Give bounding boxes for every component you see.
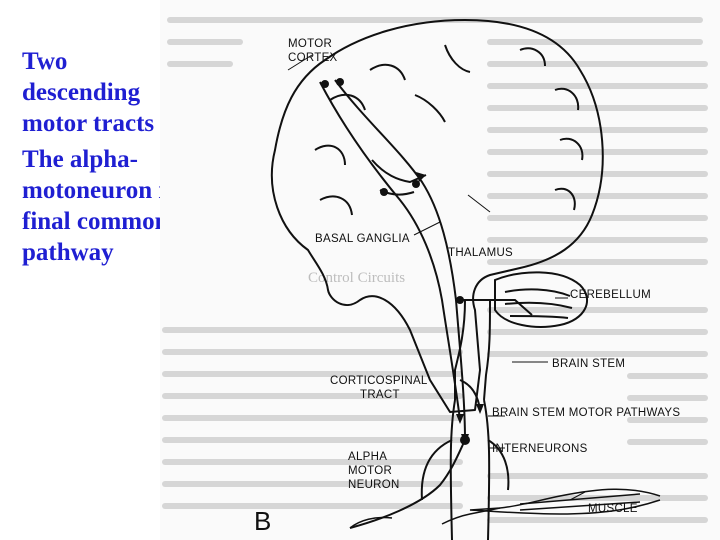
brain-stem-label: BRAIN STEM <box>552 358 625 370</box>
corticospinal-tract-label: CORTICOSPINAL <box>330 375 428 387</box>
motor-cortex-label-2: CORTEX <box>288 52 338 64</box>
synapse-dots <box>321 78 470 445</box>
cerebellum-label: CEREBELLUM <box>570 289 651 301</box>
spinal-cord <box>420 399 510 540</box>
control-circuits-heading: Control Circuits <box>308 270 405 286</box>
basal-ganglia-label: BASAL GANGLIA <box>315 233 410 245</box>
corticospinal-tract-label-2: TRACT <box>360 389 400 401</box>
interneurons-label: INTERNEURONS <box>492 443 588 455</box>
thalamus-label: THALAMUS <box>448 247 513 259</box>
alpha-motor-neuron-label: ALPHA <box>348 451 387 463</box>
alpha-motor-neuron-label-3: NEURON <box>348 479 400 491</box>
motor-cortex-label: MOTOR <box>288 38 332 50</box>
descending-pathways <box>319 79 533 529</box>
alpha-motor-neuron-label-2: MOTOR <box>348 465 392 477</box>
brain-stem-motor-pathways-label: BRAIN STEM MOTOR PATHWAYS <box>492 407 680 419</box>
brain-outline <box>270 19 604 413</box>
motor-pathways-diagram: Control Circuits <box>160 0 720 540</box>
muscle-label: MUSCLE <box>588 503 638 515</box>
leader-lines <box>287 54 586 501</box>
panel-letter: B <box>254 506 271 536</box>
brain-stem-outline <box>454 299 491 401</box>
cerebellum-outline <box>494 271 589 328</box>
caption-heading: Two descending motor tracts <box>22 48 155 137</box>
muscle-drawing <box>349 488 661 529</box>
